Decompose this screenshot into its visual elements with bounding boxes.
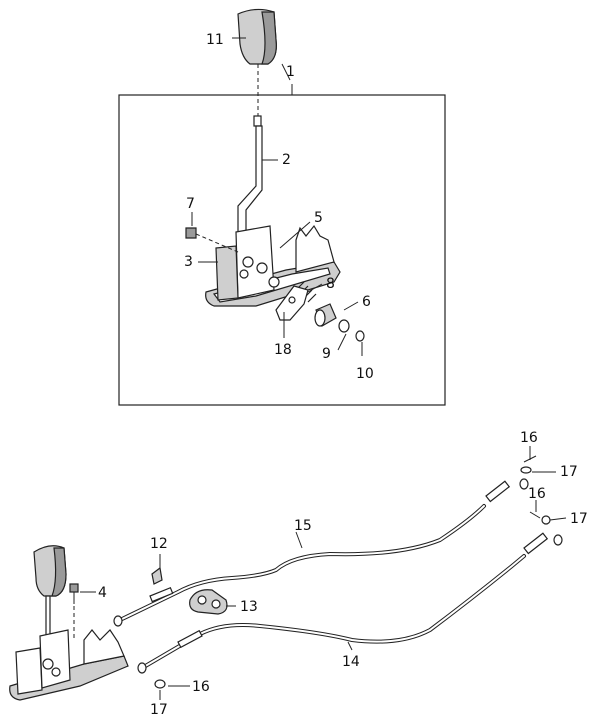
callout-4: 4 <box>98 585 107 601</box>
shift-lever-assembly-view <box>118 8 446 406</box>
callout-1: 1 <box>286 64 295 80</box>
callout-6: 6 <box>362 294 371 310</box>
callout-15: 15 <box>294 518 312 534</box>
washer-9 <box>338 319 350 333</box>
callout-3: 3 <box>184 254 193 270</box>
callout-14: 14 <box>342 654 360 670</box>
callout-10: 10 <box>356 366 374 382</box>
pin-washer-right-upper <box>520 455 537 474</box>
cable-14 <box>137 532 563 674</box>
bolt-7 <box>185 227 239 253</box>
pin-washer-bottom <box>154 679 184 689</box>
plate-18 <box>275 285 309 328</box>
assembly-frame <box>118 94 446 406</box>
callout-7: 7 <box>186 196 195 212</box>
cable-bracket-13 <box>189 589 228 615</box>
callout-8: 8 <box>326 276 335 292</box>
cable-15 <box>113 478 529 627</box>
callout-17-upper: 17 <box>560 464 578 480</box>
callout-18: 18 <box>274 342 292 358</box>
lever-assembly-small <box>9 545 129 701</box>
callout-17-middle: 17 <box>570 511 588 527</box>
callout-11: 11 <box>206 32 224 48</box>
shift-knob <box>237 8 277 65</box>
leader-lines-bottom <box>80 446 567 700</box>
clip-12 <box>151 566 163 585</box>
callout-16-bottom: 16 <box>192 679 210 695</box>
cable-assembly-view <box>9 446 567 701</box>
callout-5: 5 <box>314 210 323 226</box>
bushing-6 <box>314 303 337 327</box>
callout-16-middle: 16 <box>528 486 546 502</box>
clip-10 <box>355 330 365 342</box>
bolt-4 <box>69 583 79 640</box>
callout-17-bottom: 17 <box>150 702 168 718</box>
pin-washer-right-lower <box>529 511 551 525</box>
callout-2: 2 <box>282 152 291 168</box>
leader-lines-top <box>191 37 363 356</box>
callout-labels: 1 2 3 4 5 6 7 8 9 10 11 12 13 14 15 16 1… <box>98 32 588 718</box>
callout-13: 13 <box>240 599 258 615</box>
callout-12: 12 <box>150 536 168 552</box>
callout-16-upper: 16 <box>520 430 538 446</box>
callout-9: 9 <box>322 346 331 362</box>
shift-base-bracket <box>205 224 341 307</box>
